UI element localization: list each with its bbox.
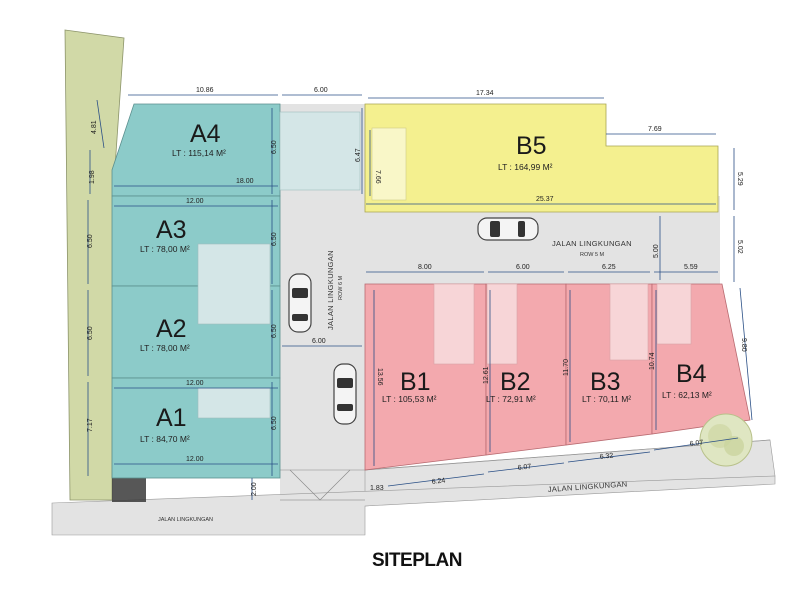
b-house-footprint <box>656 283 692 345</box>
dimension-label-9: 6.00 <box>312 338 326 345</box>
dimension-label-8: 12.00 <box>186 456 204 463</box>
dimension-label-33: 13.56 <box>376 368 383 386</box>
dimension-label-32: 5.00 <box>653 244 660 258</box>
dimension-label-27: 6.47 <box>355 148 362 162</box>
dimension-label-3: 7.69 <box>648 126 662 133</box>
car-icon <box>333 363 357 425</box>
lot-b3-area: LT : 70,11 M² <box>582 394 631 404</box>
vertical-road-row: ROW 6 M <box>338 275 344 300</box>
lot-b4-name: B4 <box>676 360 707 388</box>
lot-a4-area: LT : 115,14 M² <box>172 148 226 158</box>
b5-house-footprint <box>371 127 407 201</box>
dimension-label-0: 10.86 <box>196 87 214 94</box>
dimension-label-23: 6.50 <box>271 140 278 154</box>
dimension-label-12: 6.25 <box>602 264 616 271</box>
dimension-label-38: 1.83 <box>370 485 384 492</box>
dimension-label-25: 6.50 <box>271 324 278 338</box>
middle-road-name: JALAN LINGKUNGAN <box>552 239 632 248</box>
dark-block <box>112 478 146 502</box>
dimension-label-20: 6.50 <box>87 234 94 248</box>
lot-b3-name: B3 <box>590 368 621 396</box>
b-house-footprint <box>486 283 518 365</box>
dimension-label-28: 7.66 <box>374 170 381 184</box>
dimension-label-10: 8.00 <box>418 264 432 271</box>
dimension-label-22: 7.17 <box>87 418 94 432</box>
dimension-label-36: 10.74 <box>649 352 656 370</box>
lot-a4-name: A4 <box>190 120 221 148</box>
lot-b1-area: LT : 105,53 M² <box>382 394 437 404</box>
dimension-label-24: 6.50 <box>271 232 278 246</box>
dimension-label-35: 11.70 <box>563 359 570 376</box>
dimension-label-30: 5.02 <box>736 240 743 254</box>
entrance-mark <box>319 469 351 501</box>
lot-a1-name: A1 <box>156 404 187 432</box>
dimension-label-13: 5.59 <box>684 264 698 271</box>
dimension-label-19: 1.98 <box>89 170 96 184</box>
lot-b2-area: LT : 72,91 M² <box>486 394 536 404</box>
dimension-label-11: 6.00 <box>516 264 530 271</box>
lot-a2-name: A2 <box>156 315 187 343</box>
lot-b4-area: LT : 62,13 M² <box>662 390 712 400</box>
dimension-label-34: 12.61 <box>483 366 490 384</box>
lot-a3-name: A3 <box>156 216 187 244</box>
dimension-label-29: 5.29 <box>736 172 743 186</box>
bottom-road-left <box>51 475 776 536</box>
lot-a2-area: LT : 78,00 M² <box>140 343 190 353</box>
bottom-left-road-name: JALAN LINGKUNGAN <box>158 517 213 523</box>
lot-a3-area: LT : 78,00 M² <box>140 244 190 254</box>
lot-b5 <box>364 103 719 213</box>
dimension-label-2: 17.34 <box>476 90 494 97</box>
a-house-footprint <box>197 387 271 419</box>
middle-road-row: ROW 5 M <box>580 252 605 258</box>
lot-a1-area: LT : 84,70 M² <box>140 434 190 444</box>
lot-b5-area: LT : 164,99 M² <box>498 162 553 172</box>
dimension-lines <box>87 94 753 500</box>
siteplan-title: SITEPLAN <box>372 550 462 571</box>
dimension-label-31: 9.80 <box>740 338 747 352</box>
dimension-label-15: 6.07 <box>517 463 531 472</box>
dimension-label-7: 12.00 <box>186 380 204 387</box>
dimension-labels: 10.86 6.00 17.34 7.69 25.37 18.00 12.00 … <box>87 87 747 496</box>
dimension-label-17: 6.07 <box>689 439 703 448</box>
dimension-label-16: 6.32 <box>599 452 613 461</box>
lot-b5-name: B5 <box>516 132 547 160</box>
b-house-footprint <box>433 283 475 365</box>
car-icon <box>288 273 312 333</box>
dimension-label-37: 2.00 <box>251 482 258 496</box>
lot-b1-name: B1 <box>400 368 431 396</box>
a-house-footprint <box>197 243 271 325</box>
dimension-label-18: 4.81 <box>91 120 98 134</box>
vertical-road-name: JALAN LINGKUNGAN <box>326 250 335 330</box>
entrance-mark <box>289 469 321 501</box>
dimension-label-6: 12.00 <box>186 198 204 205</box>
a4-carport <box>279 111 361 191</box>
b-house-footprint <box>609 283 649 361</box>
lot-b2-name: B2 <box>500 368 531 396</box>
car-icon <box>477 217 539 241</box>
dimension-label-14: 6.24 <box>431 477 445 486</box>
dimension-label-5: 18.00 <box>236 178 254 185</box>
dimension-label-26: 6.50 <box>271 416 278 430</box>
dimension-label-21: 6.50 <box>87 326 94 340</box>
dimension-label-1: 6.00 <box>314 87 328 94</box>
dimension-label-4: 25.37 <box>536 196 554 203</box>
